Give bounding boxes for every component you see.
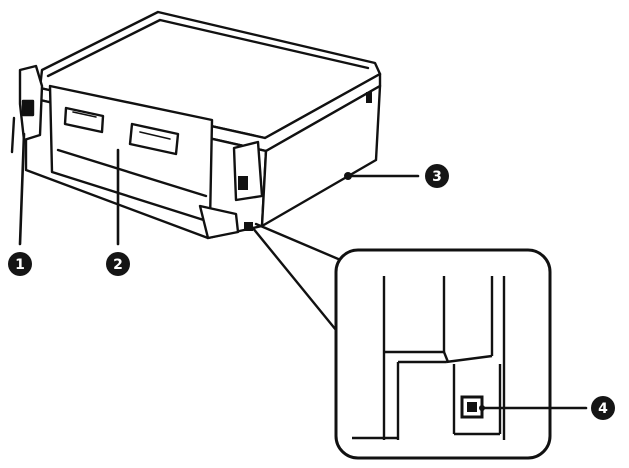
rear-step [198, 204, 240, 240]
scanner-lid-rim [46, 18, 370, 78]
callout-badge-4: 4 [591, 396, 615, 420]
right-hinge-block [232, 140, 264, 202]
callout-label-1: 1 [15, 257, 25, 273]
callout-label-3: 3 [432, 169, 442, 185]
left-port-slot [21, 99, 35, 117]
printer-illustration [10, 10, 382, 240]
rear-cover-inner [56, 148, 208, 198]
callout-label-4: 4 [598, 401, 608, 417]
callout-line-1 [18, 132, 26, 246]
callout-badge-2: 2 [106, 252, 130, 276]
zoom-leader-lines [250, 222, 352, 332]
rear-usb-port [244, 222, 253, 231]
rear-cover-grip-left [63, 106, 105, 134]
callout-badge-1: 1 [8, 252, 32, 276]
callout-badge-3: 3 [425, 164, 449, 188]
callout-label-2: 2 [113, 257, 123, 273]
usb-port-inset [334, 248, 552, 460]
right-side-face [260, 84, 382, 228]
rear-cover-grip-right [128, 122, 180, 156]
callout-lines [18, 132, 588, 410]
